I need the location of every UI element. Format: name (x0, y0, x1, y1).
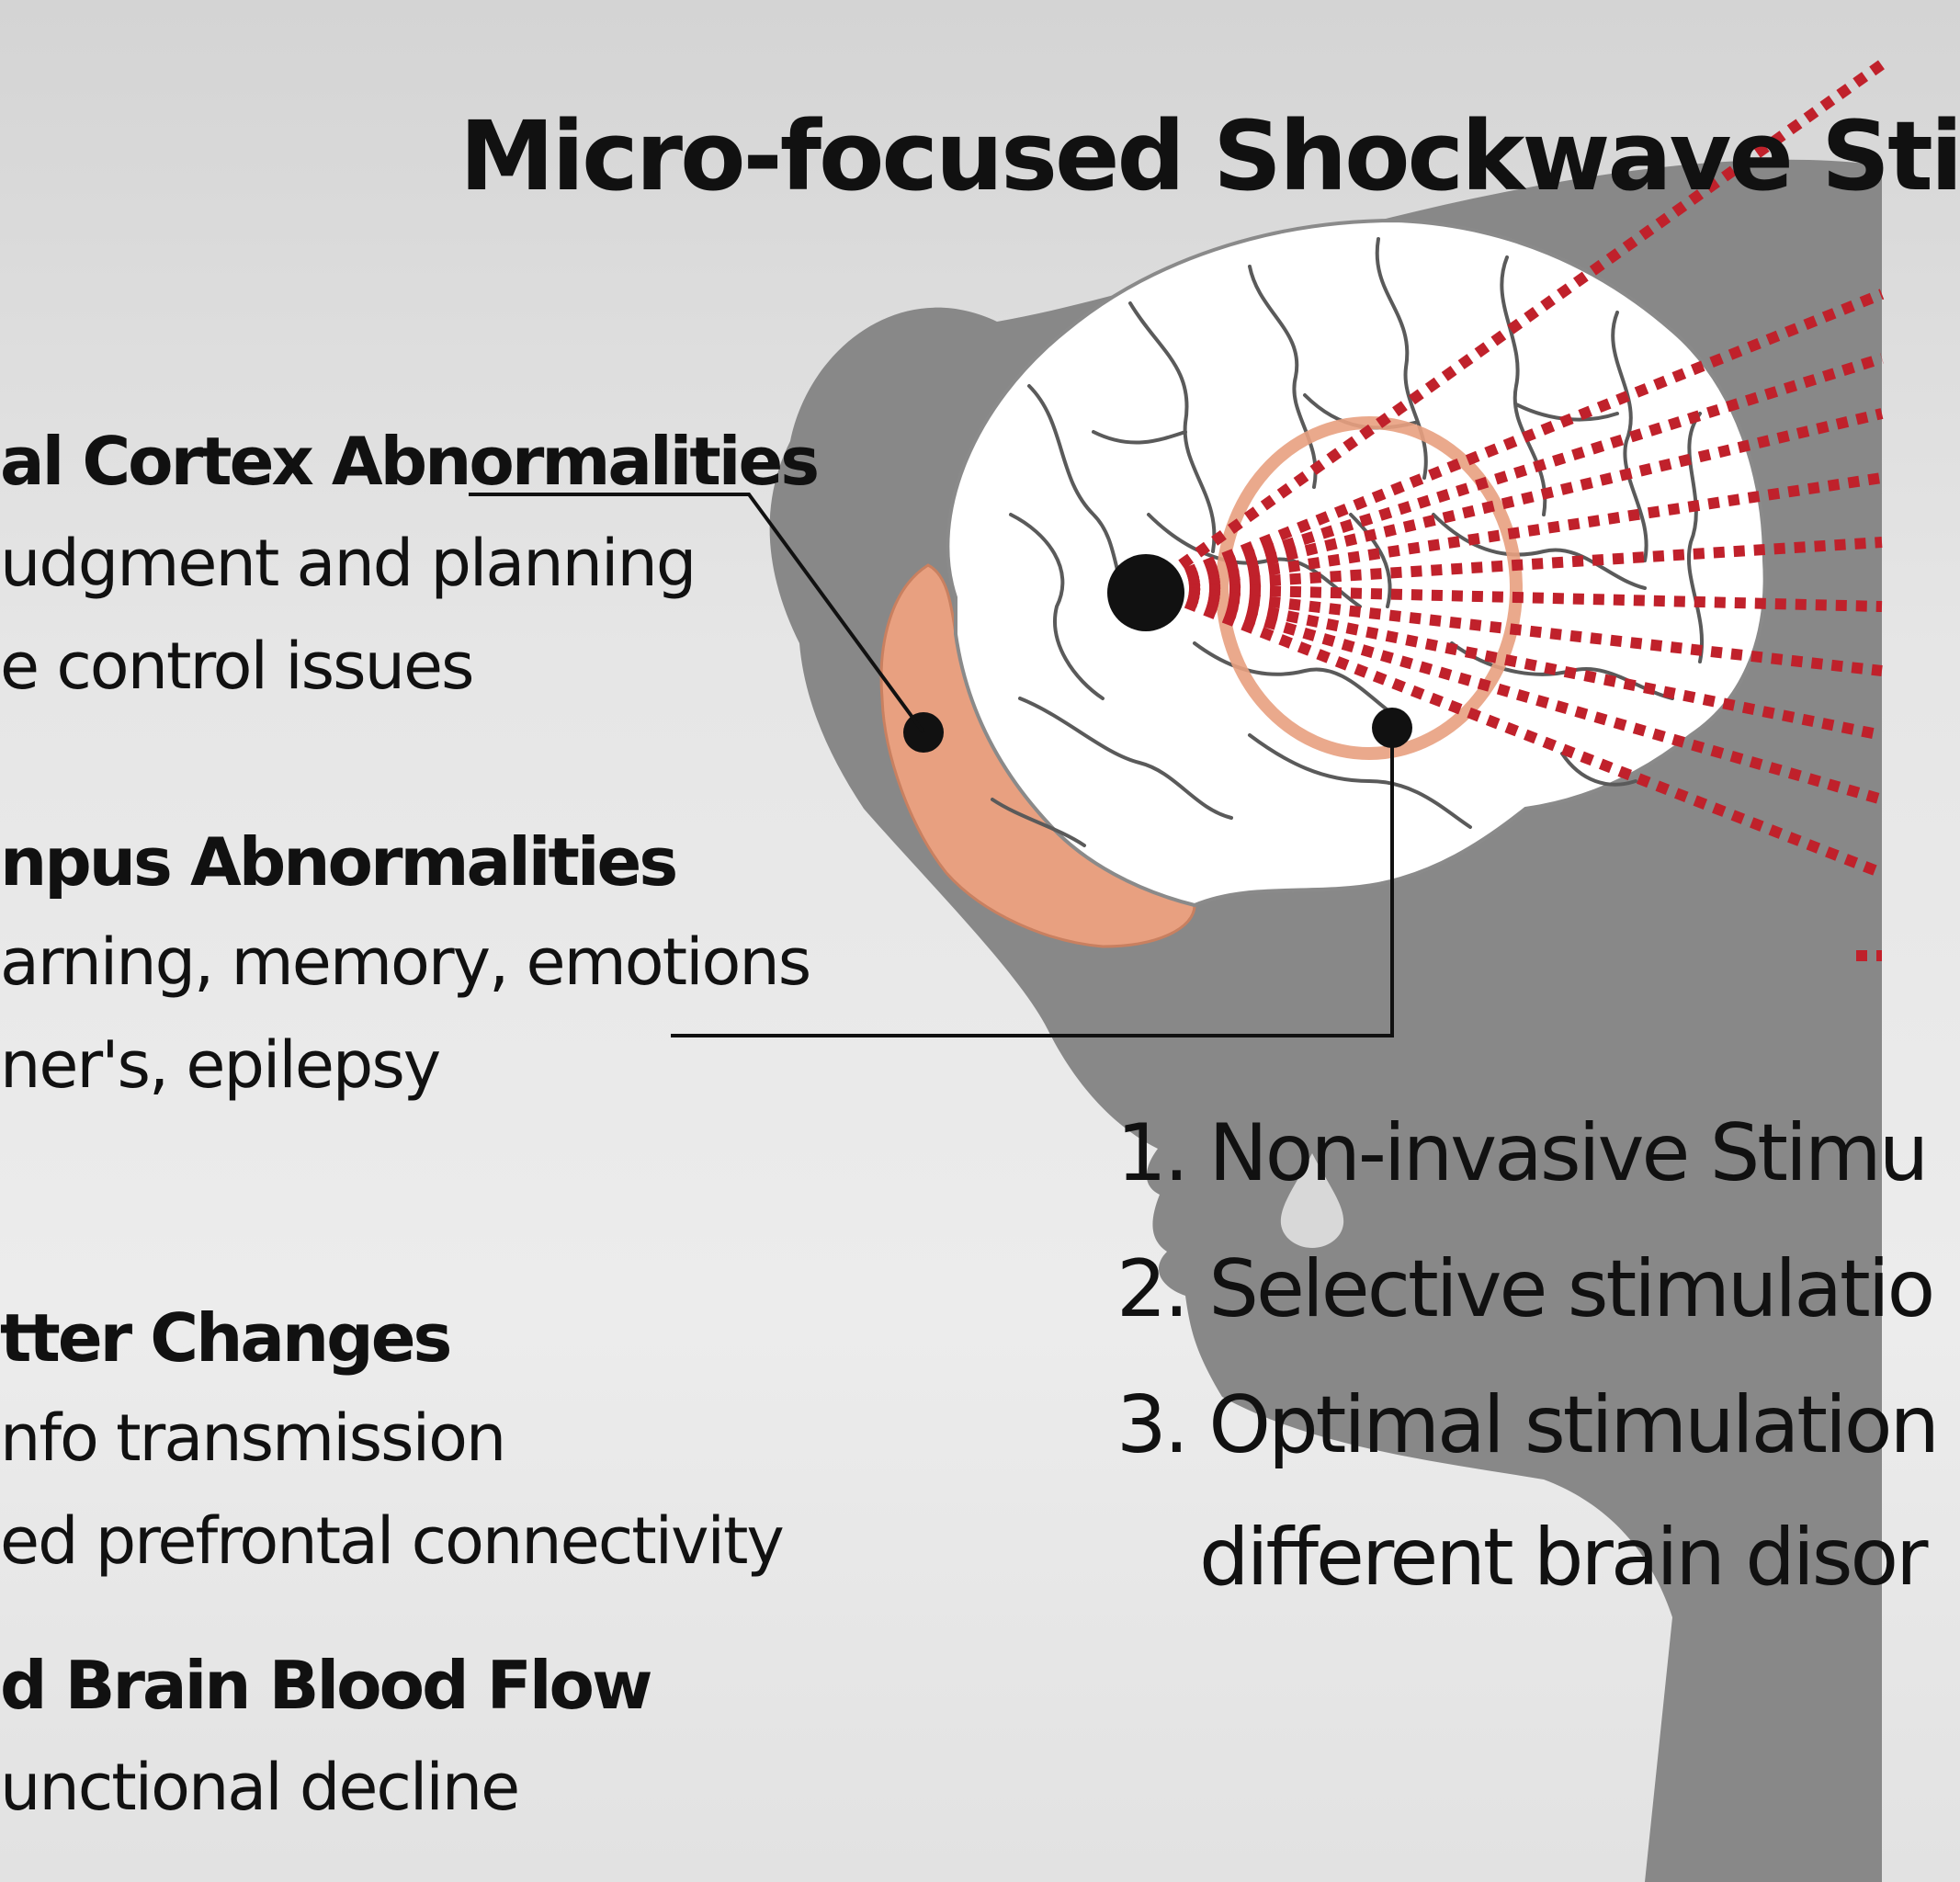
section-heading-4: d Brain Blood Flow (0, 1647, 653, 1724)
leader-line-hippocampus (671, 728, 1394, 1037)
section-heading-3: tter Changes (0, 1299, 452, 1377)
section-1-line-1: udgment and planning (0, 526, 697, 601)
feature-3-continued: different brain disor (1199, 1512, 1929, 1604)
brain-folds (991, 237, 1705, 847)
section-1-line-2: e control issues (0, 629, 474, 704)
section-2-line-2: ner's, epilepsy (0, 1027, 441, 1103)
feature-2: 2. Selective stimulatio (1116, 1243, 1935, 1335)
section-3-line-1: nfo transmission (0, 1400, 506, 1476)
leader-line-frontal (469, 493, 925, 734)
section-heading-1: al Cortex Abnormalities (0, 423, 820, 500)
ear-highlight (1280, 1153, 1344, 1248)
target-dot-main (1107, 554, 1184, 631)
section-3-line-2: ed prefrontal connectivity (0, 1503, 785, 1579)
diagram-scene (469, 60, 1886, 1882)
hippocampus-ring (1216, 416, 1523, 760)
feature-1: 1. Non-invasive Stimu (1116, 1107, 1929, 1199)
feature-3: 3. Optimal stimulation (1116, 1379, 1940, 1471)
brain (946, 218, 1767, 908)
section-2-line-1: arning, memory, emotions (0, 924, 811, 1000)
section-4-line-1: unctional decline (0, 1750, 520, 1825)
shockwave-beams (1145, 60, 1886, 961)
page-title: Micro-focused Shockwave Sti (459, 100, 1960, 212)
section-heading-2: npus Abnormalities (0, 823, 678, 901)
